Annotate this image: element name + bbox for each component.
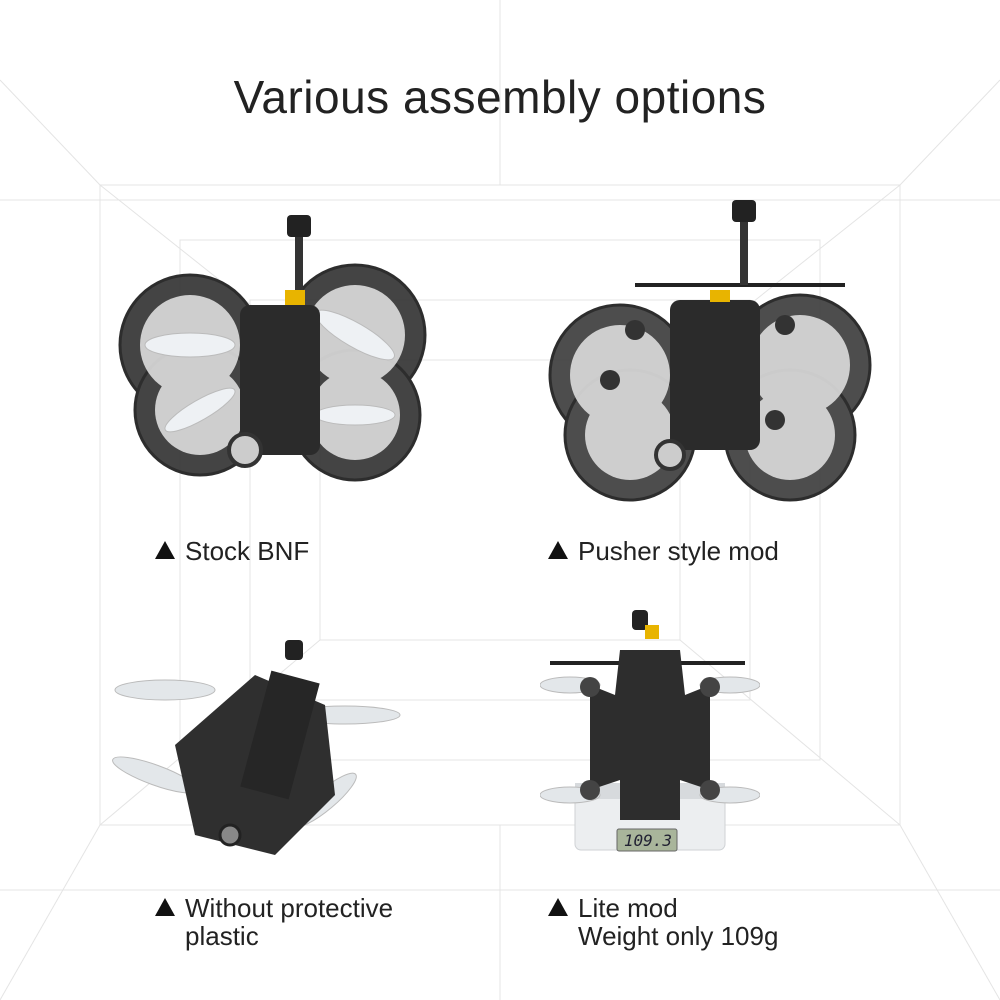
drone-image-without-plastic <box>112 640 401 855</box>
caption-text-line2: Weight only 109g <box>578 921 779 951</box>
triangle-icon <box>548 898 568 916</box>
page-title: Various assembly options <box>233 71 767 123</box>
scale-readout: 109.3 <box>624 831 672 850</box>
caption-text-line2: plastic <box>185 921 259 951</box>
caption-text: Stock BNF <box>185 536 310 566</box>
triangle-icon <box>155 898 175 916</box>
triangle-icon <box>548 541 568 559</box>
caption-text: Pusher style mod <box>578 536 779 566</box>
caption-pusher-style: Pusher style mod <box>548 537 779 565</box>
caption-lite-mod: Lite mod Weight only 109g <box>548 894 778 950</box>
drone-image-pusher-style <box>548 200 872 502</box>
caption-text: Lite mod <box>578 893 678 923</box>
drone-image-stock-bnf <box>118 215 427 482</box>
triangle-icon <box>155 541 175 559</box>
caption-text: Without protective <box>185 893 394 923</box>
caption-without-plastic: Without protective plastic <box>155 894 393 950</box>
drone-image-lite-on-scale: 109.3 <box>540 610 760 852</box>
caption-stock-bnf: Stock BNF <box>155 537 309 565</box>
